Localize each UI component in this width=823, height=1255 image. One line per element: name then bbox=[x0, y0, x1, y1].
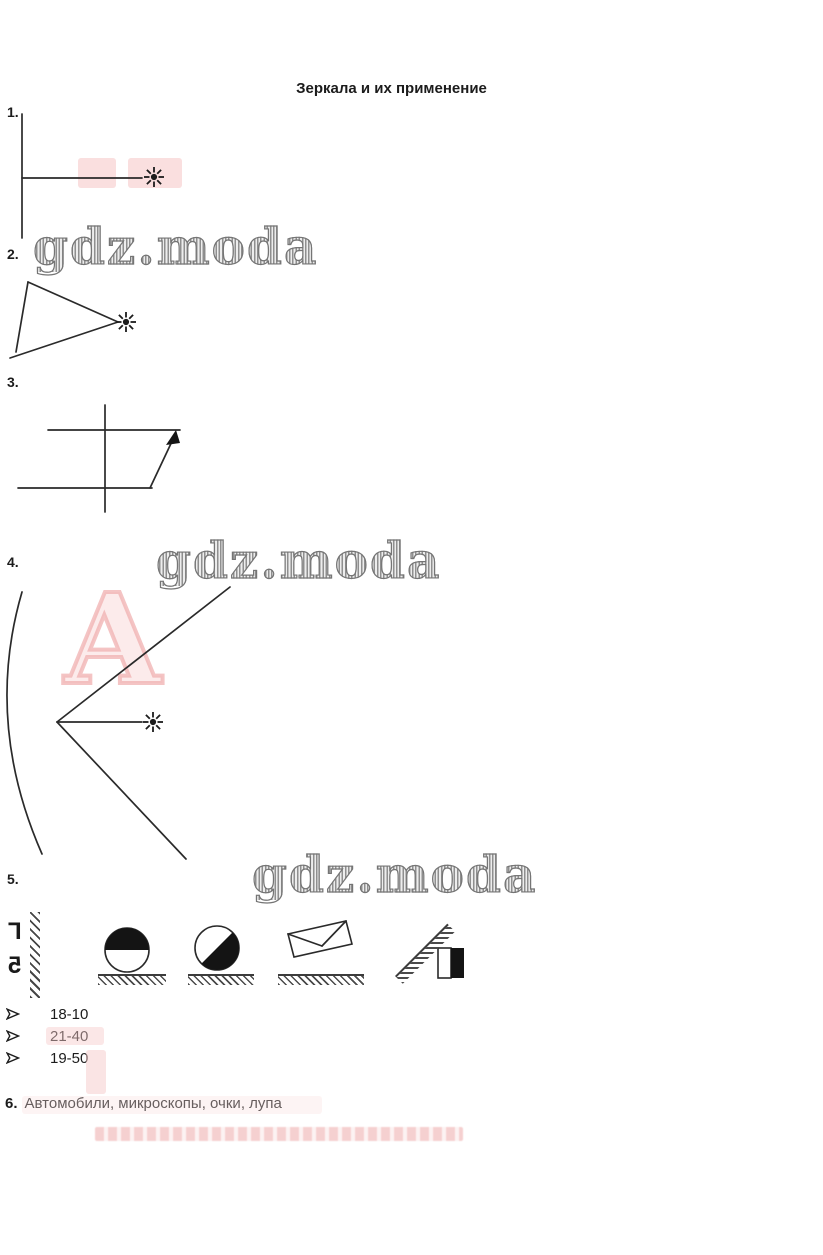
half-square-figure bbox=[437, 947, 464, 979]
clock-figure-2 bbox=[194, 925, 240, 971]
envelope-figure bbox=[287, 920, 353, 958]
item-number-3: 3. bbox=[7, 374, 19, 390]
arrow-bullet-icon bbox=[6, 1008, 20, 1020]
pink-watermark-fragment bbox=[46, 1027, 104, 1045]
ray-line bbox=[27, 281, 119, 323]
sun-icon bbox=[142, 711, 164, 733]
page-title: Зеркала и их применение bbox=[296, 80, 487, 97]
task6-row: 6. Автомобили, микроскопы, очки, лупа bbox=[5, 1095, 282, 1112]
pink-watermark-fragment bbox=[86, 1050, 106, 1094]
sun-icon bbox=[143, 166, 165, 188]
ground-hatch-2 bbox=[188, 974, 254, 985]
flat-mirror-ray-diagram bbox=[21, 113, 165, 239]
ray-line bbox=[56, 586, 231, 723]
item-number-1: 1. bbox=[7, 104, 19, 120]
answer-row: 18-10 bbox=[6, 1003, 88, 1025]
gdz-watermark-3: gdz.moda bbox=[251, 845, 538, 904]
answer-text: 19-50 bbox=[50, 1049, 89, 1067]
concave-mirror-diagram bbox=[6, 586, 231, 860]
hatched-mirror-strip bbox=[30, 912, 40, 998]
ray-line bbox=[9, 321, 119, 359]
sun-icon bbox=[115, 311, 137, 333]
pink-watermark-fragment bbox=[128, 158, 182, 188]
pink-watermark-fragment bbox=[78, 158, 116, 188]
periscope-ray-diagram bbox=[17, 404, 181, 513]
item-number-6: 6. bbox=[5, 1095, 18, 1112]
gdz-watermark-1: gdz.moda bbox=[32, 217, 319, 276]
mirror-line bbox=[15, 281, 29, 353]
task5-answer-list: 18-10 21-40 19-50 bbox=[6, 1003, 88, 1069]
answer-row: 19-50 bbox=[6, 1047, 88, 1069]
pink-watermark-fragment bbox=[22, 1096, 322, 1114]
angle-rays-diagram bbox=[9, 281, 137, 359]
ground-hatch-3 bbox=[278, 974, 364, 985]
pink-watermark-letter: А bbox=[60, 567, 166, 713]
answer-row: 21-40 bbox=[6, 1025, 88, 1047]
item-number-4: 4. bbox=[7, 554, 19, 570]
task5-figures bbox=[104, 920, 464, 979]
clock-figure-1 bbox=[104, 927, 150, 973]
task6-answer-text: Автомобили, микроскопы, очки, лупа bbox=[24, 1095, 282, 1112]
arrow-bullet-icon bbox=[6, 1052, 20, 1064]
arrow-bullet-icon bbox=[6, 1030, 20, 1042]
pink-watermark-strip bbox=[95, 1127, 463, 1141]
concave-mirror-arc bbox=[6, 591, 43, 855]
ray-line bbox=[56, 721, 187, 860]
ground-hatch-1 bbox=[98, 974, 166, 985]
item-number-2: 2. bbox=[7, 246, 19, 262]
gdz-watermark-2: gdz.moda bbox=[155, 531, 442, 590]
item-number-5: 5. bbox=[7, 871, 19, 887]
arrowhead-icon bbox=[166, 430, 180, 445]
answer-text: 21-40 bbox=[50, 1027, 89, 1045]
answer-text: 18-10 bbox=[50, 1005, 89, 1023]
